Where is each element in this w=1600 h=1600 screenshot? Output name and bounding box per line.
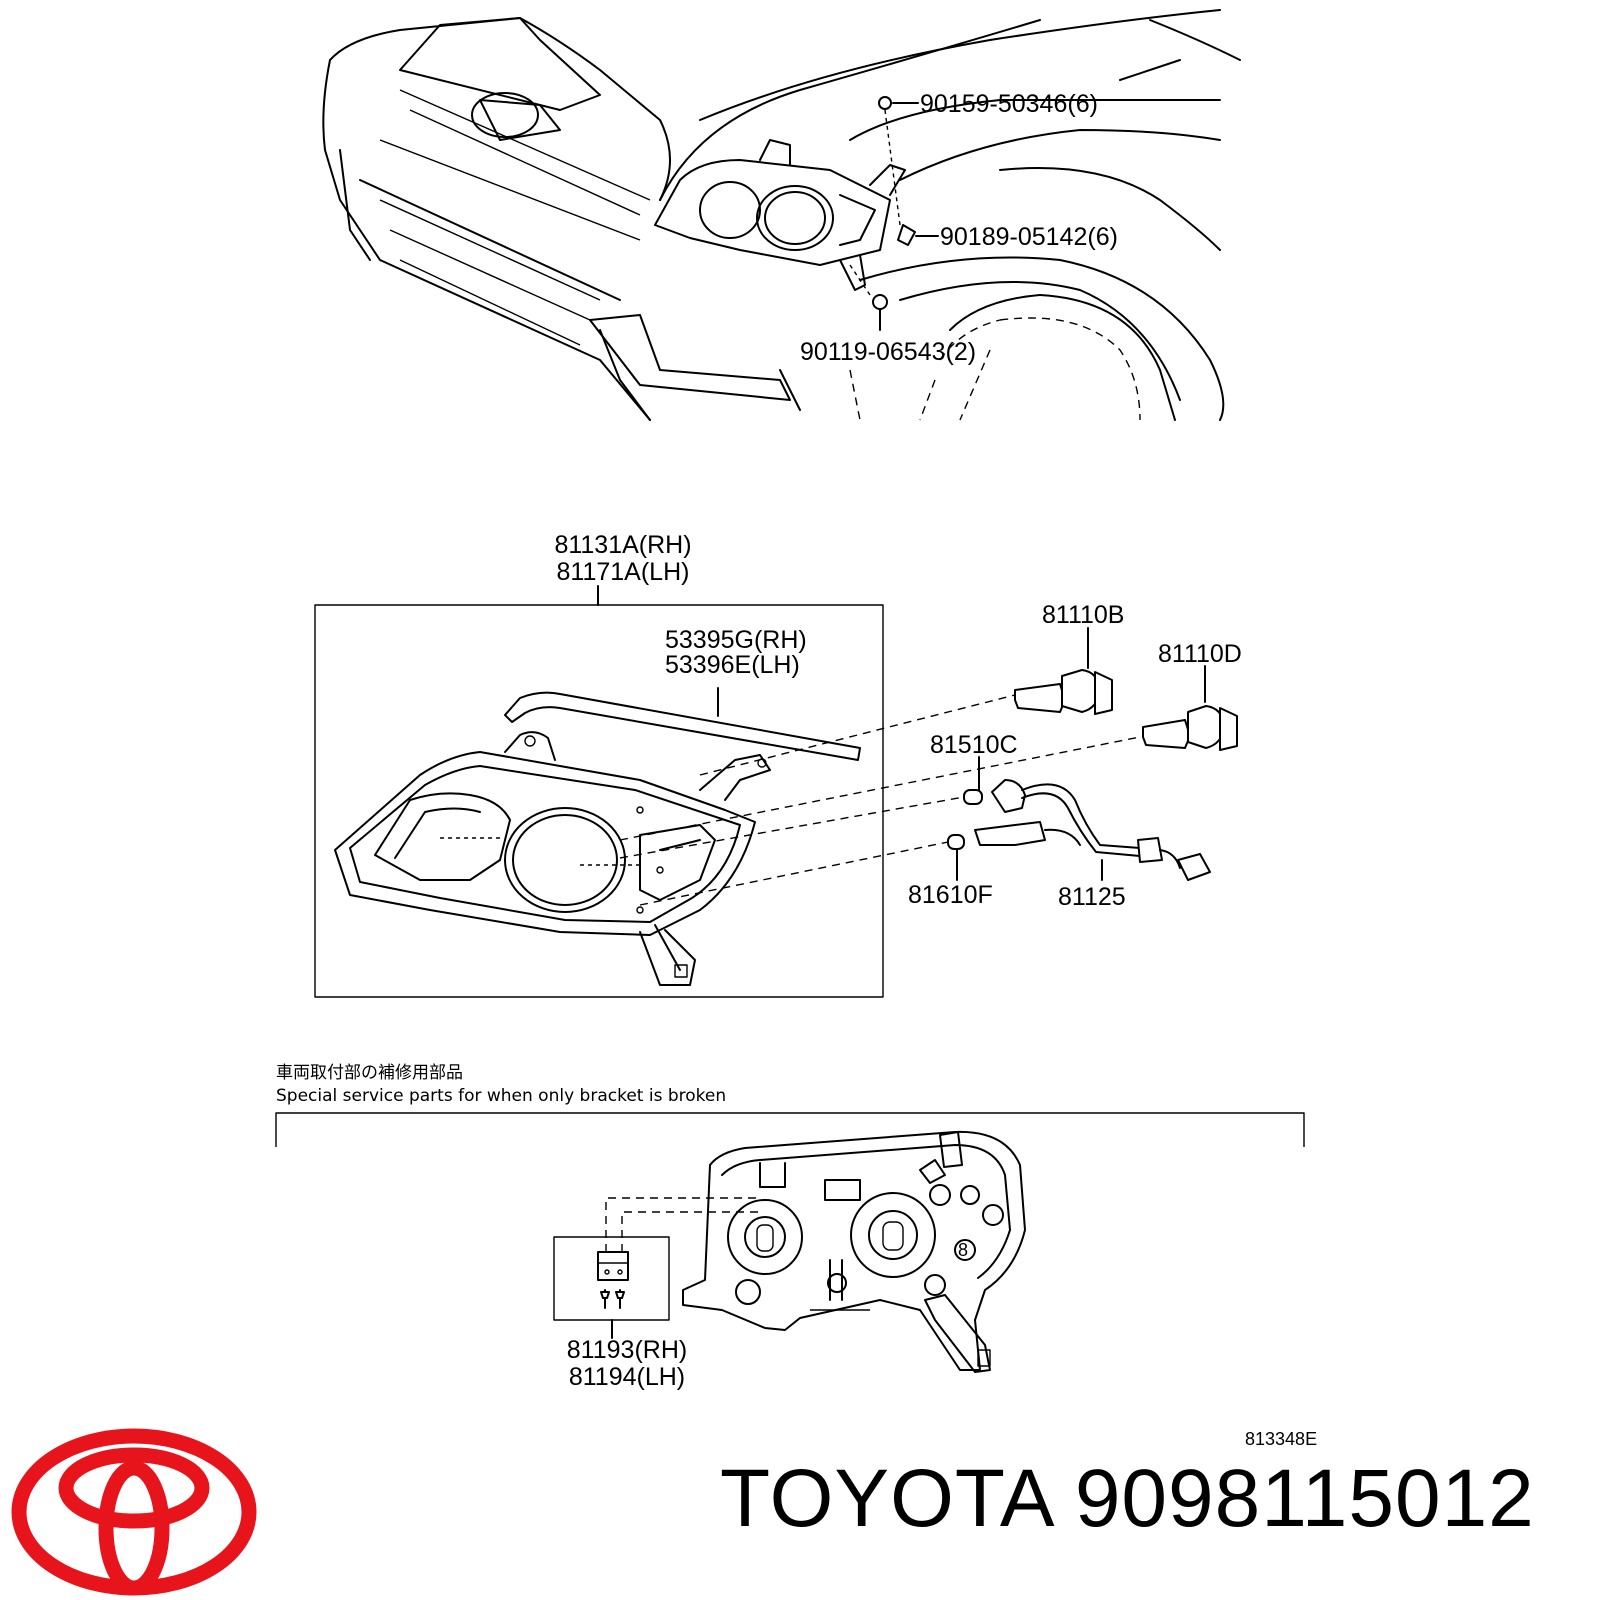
- kit-label-rh: 81193(RH): [567, 1336, 687, 1364]
- bulbs-and-sockets: [947, 627, 1238, 881]
- label-81610f: 81610F: [908, 881, 993, 909]
- vehicle-front-illustration: [322, 9, 1241, 421]
- label-81510c: 81510C: [930, 731, 1018, 759]
- callout-90159: 90159-50346(6): [920, 90, 1098, 118]
- toyota-logo-icon: [11, 1428, 257, 1596]
- kit-label-lh: 81194(LH): [569, 1363, 685, 1391]
- label-53396e: 53396E(LH): [665, 651, 800, 679]
- illustration-code: 813348E: [1245, 1429, 1317, 1449]
- label-81110b: 81110B: [1042, 601, 1124, 629]
- label-53395g: 53395G(RH): [665, 626, 807, 654]
- svg-text:8: 8: [958, 1240, 968, 1260]
- headlamp-assembly-frame: [314, 604, 884, 998]
- label-81125: 81125: [1058, 883, 1126, 911]
- headlamp-rear-illustration: 8: [682, 1130, 1026, 1373]
- repair-title-en: Special service parts for when only brac…: [276, 1086, 726, 1106]
- brand-part-number: TOYOTA 9098115012: [720, 1453, 1535, 1544]
- assy-label-lh: 81171A(LH): [557, 558, 690, 586]
- callout-90189: 90189-05142(6): [940, 223, 1118, 251]
- repair-title-jp: 車両取付部の補修用部品: [276, 1063, 463, 1083]
- label-81110d: 81110D: [1158, 640, 1242, 668]
- assy-label-rh: 81131A(RH): [554, 531, 691, 559]
- bracket-kit-illustration: [597, 1251, 629, 1309]
- headlamp-unit-illustration: [334, 687, 861, 986]
- callout-90119: 90119-06543(2): [800, 338, 976, 366]
